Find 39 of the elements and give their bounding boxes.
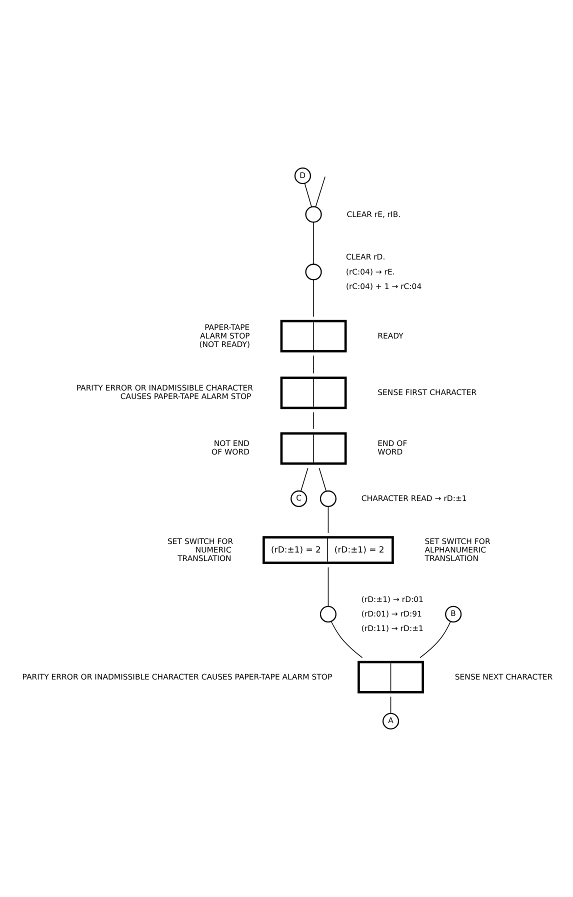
- node-label: READY: [378, 331, 404, 340]
- node-circle: C: [290, 490, 308, 508]
- node-circle: [305, 264, 322, 280]
- connector: [318, 468, 327, 492]
- connector: [328, 506, 329, 534]
- node-label: SET SWITCH FOR NUMERIC TRANSLATION: [168, 536, 234, 563]
- node-label: CLEAR rD.: [346, 252, 386, 262]
- node-label: END OF WORD: [378, 439, 408, 457]
- connector: [304, 183, 312, 208]
- connector: [300, 468, 308, 492]
- connector: [313, 355, 314, 374]
- node-circle: [305, 206, 322, 223]
- node-label: SENSE NEXT CHARACTER: [454, 672, 553, 682]
- node-label: PAPER-TAPE ALARM STOP (NOT READY): [199, 322, 250, 349]
- node-label: NOT END OF WORD: [212, 439, 250, 457]
- connector: [328, 566, 329, 607]
- connector: [330, 621, 363, 658]
- connector: [420, 621, 451, 658]
- node-label: CLEAR rE, rIB.: [346, 210, 401, 219]
- node-label: PARITY ERROR OR INADMISSIBLE CHARACTER CAUSES PAPER-TAPE ALARM STOP: [76, 384, 253, 402]
- connector: [313, 412, 314, 430]
- node-label: PARITY ERROR OR INADMISSIBLE CHARACTER CAUSES PAPER-TAPE ALARM STOP: [22, 672, 332, 682]
- node-label: (rD:±1) → rD:01: [361, 594, 424, 604]
- connector: [313, 280, 314, 318]
- node-label: (rD:11) → rD:±1: [361, 624, 424, 634]
- node-label: SENSE FIRST CHARACTER: [378, 388, 477, 398]
- node-label: SET SWITCH FOR ALPHANUMERIC TRANSLATION: [424, 536, 490, 563]
- connector: [315, 176, 326, 208]
- node-circle: A: [382, 712, 400, 730]
- node-label: (rC:04) + 1 → rC:04: [346, 282, 422, 291]
- node-label: CHARACTER READ → rD:±1: [361, 494, 467, 504]
- connector: [390, 696, 392, 714]
- node-circle: [320, 490, 337, 508]
- node-circle: [320, 606, 337, 622]
- node-circle: B: [445, 606, 462, 622]
- connector: [313, 222, 314, 264]
- node-label: (rD:01) → rD:91: [361, 610, 422, 619]
- node-circle: D: [294, 168, 312, 184]
- node-label: (rC:04) → rE.: [346, 267, 395, 276]
